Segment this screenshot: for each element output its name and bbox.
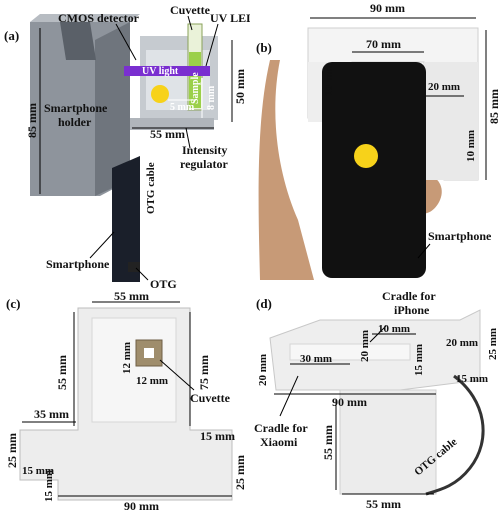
hand-shape (258, 60, 314, 280)
label-d-cradle-iphone-2: iPhone (394, 303, 430, 317)
panel-a-illustration: (a) CMOS detector Cuvette UV LED UV ligh… (4, 3, 250, 290)
leader-c-cuvette (159, 359, 195, 391)
label-dim-55: 55 mm (150, 127, 185, 141)
leader-intensity (185, 127, 191, 149)
label-sample: Sample (190, 72, 201, 104)
label-d-15a: 15 mm (413, 344, 425, 376)
label-c-90: 90 mm (124, 499, 159, 512)
phone-body (322, 62, 426, 278)
label-c-15r: 15 mm (200, 429, 235, 443)
label-d-30: 30 mm (300, 353, 332, 365)
leader-smartphone (89, 231, 115, 259)
smartphone-shape (112, 156, 140, 282)
label-d-25: 25 mm (487, 328, 499, 360)
leader-d-iphone (369, 325, 387, 343)
label-d-15b: 15 mm (456, 373, 488, 385)
panel-a: (a) CMOS detector Cuvette UV LED UV ligh… (0, 0, 250, 290)
label-d-55h: 55 mm (366, 497, 401, 511)
label-dim-50: 50 mm (233, 69, 247, 104)
label-c-15l: 15 mm (22, 465, 54, 477)
label-c-12h: 12 mm (136, 375, 168, 387)
label-holder-line2: holder (58, 115, 92, 129)
label-b-smartphone: Smartphone (428, 229, 492, 243)
intensity-regulator (130, 118, 214, 130)
panel-d-tag: (d) (256, 296, 272, 311)
panel-d: (d) Cradle for iPhone 10 mm 20 mm 20 mm … (250, 290, 500, 512)
leader-phone-b (417, 243, 431, 259)
label-d-20a: 20 mm (359, 330, 371, 362)
label-b-90: 90 mm (370, 1, 405, 15)
label-b-10b: 10 mm (465, 130, 477, 162)
label-d-cradle-xiaomi-1: Cradle for (254, 421, 308, 435)
label-dim-85: 85 mm (25, 103, 39, 138)
panel-b-tag: (b) (256, 40, 272, 55)
label-d-20left: 20 mm (257, 354, 269, 386)
label-c-35: 35 mm (34, 407, 69, 421)
label-d-90: 90 mm (332, 395, 367, 409)
panel-d-photo: (d) Cradle for iPhone 10 mm 20 mm 20 mm … (254, 290, 499, 511)
label-c-55left: 55 mm (55, 355, 69, 390)
leader-d-xiaomi (279, 375, 299, 417)
label-otg: OTG (150, 277, 177, 290)
holder-side-face (95, 22, 130, 196)
label-intensity-line2: regulator (180, 157, 228, 171)
label-cuvette: Cuvette (170, 3, 211, 17)
label-holder-line1: Smartphone (44, 101, 108, 115)
label-d-cradle-xiaomi-2: Xiaomi (260, 435, 298, 449)
leader-cuvette (187, 15, 193, 31)
label-d-cradle-iphone-1: Cradle for (382, 290, 436, 303)
stand-plate (339, 389, 437, 495)
panel-b: (b) 90 mm 70 mm 10 mm 20 mm 85 mm 10 mm … (250, 0, 500, 290)
otg-plug (128, 262, 140, 272)
cradle-step (289, 343, 411, 361)
label-smartphone: Smartphone (46, 257, 110, 271)
label-d-20b: 20 mm (446, 337, 478, 349)
label-b-20: 20 mm (428, 81, 460, 93)
label-b-85: 85 mm (487, 89, 500, 124)
label-dim-5: 5 mm (170, 102, 195, 113)
leader-cmos (115, 23, 137, 61)
label-cmos-detector: CMOS detector (58, 11, 140, 25)
panel-b-photo: (b) 90 mm 70 mm 10 mm 20 mm 85 mm 10 mm … (256, 1, 500, 280)
holder-top-face (30, 14, 140, 22)
leader-otg (135, 267, 149, 281)
panel-c-photo: (c) 55 mm 55 mm 75 mm 12 mm 12 mm Cuvett… (5, 290, 247, 512)
label-c-55top: 55 mm (114, 290, 149, 303)
label-d-55v: 55 mm (321, 425, 335, 460)
panel-a-tag: (a) (4, 28, 19, 43)
label-c-cuvette: Cuvette (190, 391, 231, 405)
otg-cable-shape (425, 374, 485, 496)
label-dim-8: 8 mm (206, 85, 217, 110)
holder-slot (60, 22, 96, 60)
uv-beam (124, 66, 210, 76)
label-c-15b: 15 mm (43, 470, 55, 502)
label-b-10a: 10 mm (323, 64, 335, 96)
label-d-10: 10 mm (378, 323, 410, 335)
label-c-25l: 25 mm (5, 433, 19, 468)
label-c-12v: 12 mm (121, 342, 133, 374)
label-c-75: 75 mm (197, 355, 211, 390)
led-spot (151, 85, 169, 103)
panel-c-tag: (c) (6, 296, 20, 311)
cuvette-window-inner (144, 348, 154, 358)
label-intensity-line1: Intensity (182, 143, 227, 157)
leader-uvled (205, 23, 219, 67)
holder-right-arm (424, 62, 478, 180)
label-uv-led: UV LED (210, 11, 250, 25)
panel-c: (c) 55 mm 55 mm 75 mm 12 mm 12 mm Cuvett… (0, 290, 250, 512)
label-otg-cable: OTG cable (145, 162, 157, 214)
label-b-70: 70 mm (366, 37, 401, 51)
label-uv-light: UV light (142, 66, 179, 77)
plate-recess (91, 317, 177, 423)
label-c-25r: 25 mm (233, 455, 247, 490)
phone-led-spot (354, 144, 378, 168)
